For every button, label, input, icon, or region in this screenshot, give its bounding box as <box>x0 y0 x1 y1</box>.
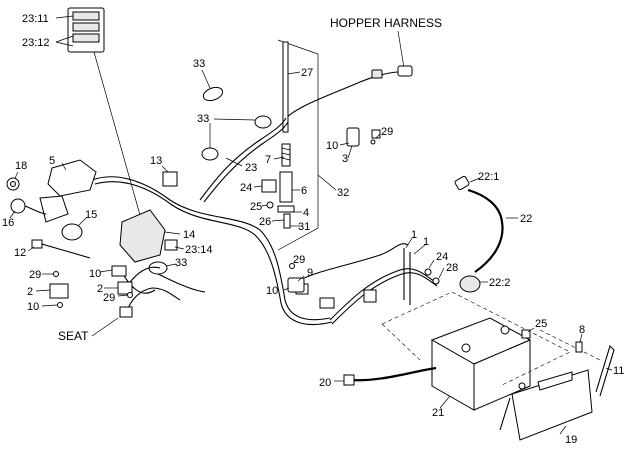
switch-9 <box>283 263 305 293</box>
fuse-block <box>55 7 141 216</box>
callout-10-left: 10 <box>27 301 39 313</box>
callout-23-14: 23:14 <box>185 244 213 256</box>
callout-26: 26 <box>259 216 271 228</box>
callout-28: 28 <box>446 262 458 274</box>
relay-13 <box>161 165 178 187</box>
callout-22-2: 22:2 <box>489 277 510 289</box>
screw-25 <box>521 327 535 339</box>
callout-22: 22 <box>520 213 532 225</box>
cable-tie-33 <box>201 69 272 161</box>
callout-24-right: 24 <box>436 251 448 263</box>
callout-29-left: 29 <box>29 269 41 281</box>
callout-33-a: 33 <box>193 58 205 70</box>
switch-3 <box>339 127 381 159</box>
callout-9: 9 <box>307 267 313 279</box>
callout-10-mid: 10 <box>89 268 101 280</box>
switch-stack <box>271 143 302 229</box>
main-harness <box>91 117 438 325</box>
ignition-components <box>6 171 87 241</box>
callout-13: 13 <box>150 155 162 167</box>
bolt-8 <box>575 333 583 353</box>
part-27-rod <box>282 41 301 133</box>
callout-31: 31 <box>298 221 310 233</box>
callout-22-1: 22:1 <box>478 171 499 183</box>
callout-25-right: 25 <box>535 318 547 330</box>
callout-6: 6 <box>301 185 307 197</box>
hopper-harness-connector <box>285 65 413 119</box>
callout-18: 18 <box>15 160 27 172</box>
callout-33-b: 33 <box>197 113 209 125</box>
callout-19: 19 <box>565 434 577 446</box>
center-connectors <box>119 209 377 309</box>
callout-24-center: 24 <box>240 182 252 194</box>
battery-21 <box>430 317 532 411</box>
callout-5: 5 <box>49 155 55 167</box>
callout-7: 7 <box>265 154 271 166</box>
callout-32: 32 <box>337 187 349 199</box>
seat-switch-group <box>35 265 181 337</box>
clip-11 <box>595 344 615 397</box>
callout-14: 14 <box>183 229 195 241</box>
callout-27: 27 <box>301 67 313 79</box>
callout-23-12: 23:12 <box>22 37 50 49</box>
callout-25-center: 25 <box>250 201 262 213</box>
battery-tray-outline <box>381 291 601 387</box>
callout-12: 12 <box>14 247 26 259</box>
callout-20: 20 <box>319 377 331 389</box>
callout-16: 16 <box>2 217 14 229</box>
callout-23-11: 23:11 <box>22 13 49 25</box>
callout-1-a: 1 <box>411 229 417 241</box>
callout-4: 4 <box>303 207 309 219</box>
callout-10-center: 10 <box>266 285 278 297</box>
callout-3: 3 <box>342 153 348 165</box>
panel-outline <box>277 39 319 251</box>
seat-label: SEAT <box>58 329 89 343</box>
callout-15: 15 <box>85 209 97 221</box>
hopper-harness-label: HOPPER HARNESS <box>330 16 442 30</box>
callout-8: 8 <box>579 324 585 336</box>
battery-lead-parts <box>403 237 445 305</box>
callout-2-mid: 2 <box>97 283 103 295</box>
callout-2-left: 2 <box>27 286 33 298</box>
battery-cover-19 <box>499 369 593 441</box>
callout-29-top: 29 <box>381 126 393 138</box>
callout-21: 21 <box>432 407 444 419</box>
bracket-24-25 <box>253 179 277 209</box>
module-5 <box>47 159 97 197</box>
callout-29-center: 29 <box>293 254 305 266</box>
callout-11: 11 <box>613 365 624 377</box>
callout-1-b: 1 <box>423 236 429 248</box>
connector-12 <box>27 239 91 259</box>
callout-10-top: 10 <box>326 140 338 152</box>
callout-33-c: 33 <box>175 257 187 269</box>
cable-20 <box>334 366 437 386</box>
callout-29-mid: 29 <box>103 292 115 304</box>
callout-23: 23 <box>245 162 257 174</box>
battery-cable-22 <box>454 175 518 293</box>
